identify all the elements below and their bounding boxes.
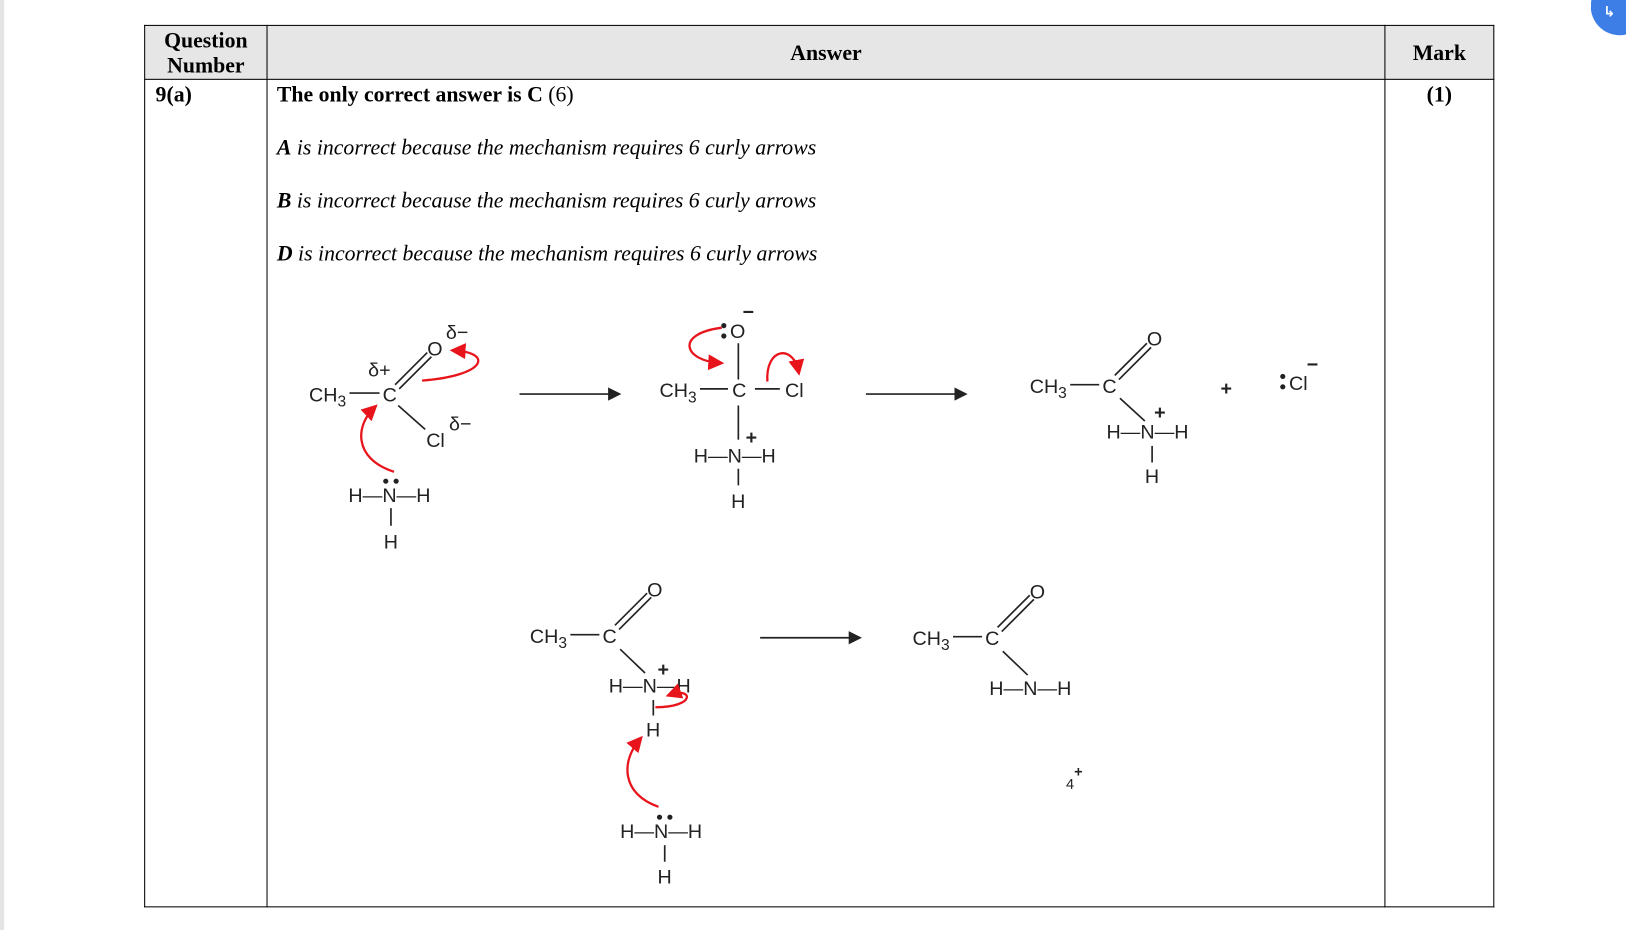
hnh-label: H—N—H: [348, 485, 430, 507]
hnh-label: H—N—H: [620, 821, 702, 843]
h-label: H: [657, 867, 671, 889]
plus-charge: +: [657, 659, 669, 681]
correct-answer-label: The only correct answer is C: [276, 81, 543, 107]
carbon-label: C: [985, 628, 999, 650]
ch3-label: CH3: [1030, 376, 1067, 402]
h-label: H: [1145, 466, 1159, 488]
h-label: H: [384, 532, 398, 554]
option-letter: B: [276, 187, 292, 213]
chloride-label: Cl: [1289, 373, 1308, 395]
carbon-label: C: [602, 626, 616, 648]
mark-scheme-table: Question Number Answer Mark 9(a) The onl…: [144, 24, 1495, 908]
hnh-label: H—N—H: [1106, 422, 1188, 444]
h-label: H: [731, 491, 745, 513]
header-mark: Mark: [1384, 24, 1495, 80]
ch3-label: CH3: [530, 626, 567, 652]
header-row: Question Number Answer Mark: [144, 24, 1495, 80]
minus-charge: −: [742, 301, 754, 323]
curly-arrow: [421, 343, 480, 382]
plus-sign: +: [1221, 378, 1233, 400]
option-letter: D: [276, 240, 293, 266]
delta-minus-label: δ−: [446, 322, 468, 344]
protonated-amide: CH3 C O + H—N—H H + Cl −: [1030, 328, 1318, 488]
curly-arrow: [360, 404, 395, 473]
curly-arrow: [655, 683, 688, 709]
hnh-label: H—N—H: [694, 446, 776, 468]
correct-answer-ref: (6): [542, 81, 574, 107]
explanation-text: is incorrect because the mechanism requi…: [291, 187, 817, 213]
h-label: H: [646, 719, 660, 741]
tetrahedral-intermediate: O − CH3 C Cl + H—N—H H: [660, 301, 805, 513]
oxygen-label: O: [1147, 328, 1162, 350]
option-letter: A: [276, 134, 292, 160]
oxygen-label: O: [647, 579, 662, 601]
curly-arrow: [626, 735, 659, 808]
explanation-d: D is incorrect because the mechanism req…: [277, 241, 1385, 267]
ethanoyl-chloride: CH3 C δ+ O δ− Cl δ−: [309, 322, 480, 452]
mark-value: (1): [1384, 78, 1495, 908]
hnh-label: H—N—H: [989, 678, 1071, 700]
ethanamide-product: CH3 C O H—N—H 4+: [913, 581, 1083, 793]
table-row: 9(a) The only correct answer is C (6) A …: [144, 78, 1495, 908]
curly-arrow: [688, 326, 725, 371]
plus-charge: +: [746, 427, 757, 449]
oxygen-label: O: [1030, 581, 1045, 603]
left-scroll-edge: [0, 0, 5, 930]
carbon-label: C: [732, 380, 746, 402]
hnh-label: H—N—H: [609, 676, 691, 698]
ch3-label: CH3: [309, 384, 346, 410]
answer-cell: The only correct answer is C (6) A is in…: [266, 78, 1386, 908]
carbon-label: C: [1102, 376, 1116, 398]
carbon-label: C: [383, 384, 397, 406]
header-question-number: Question Number: [144, 24, 268, 80]
ch3-label: CH3: [913, 628, 950, 654]
explanation-b: B is incorrect because the mechanism req…: [277, 188, 1385, 214]
plus-charge: +: [1154, 402, 1166, 424]
delta-plus-label: δ+: [368, 359, 390, 381]
extension-icon[interactable]: ↳: [1590, 0, 1626, 36]
header-answer: Answer: [266, 24, 1386, 80]
chlorine-label: Cl: [785, 380, 804, 402]
explanation-text: is incorrect because the mechanism requi…: [292, 240, 818, 266]
delta-minus-label: δ−: [449, 413, 471, 435]
ch3-label: CH3: [660, 380, 697, 406]
oxygen-label: O: [427, 339, 442, 361]
chlorine-label: Cl: [426, 430, 445, 452]
oxygen-label: O: [730, 321, 745, 343]
explanation-a: A is incorrect because the mechanism req…: [277, 135, 1385, 161]
curly-arrow: [766, 352, 805, 382]
deprotonation-step: CH3 C O + H—N—H H H—N—H H: [530, 579, 702, 888]
question-number: 9(a): [144, 78, 268, 908]
ammonium-label: 4+: [1066, 765, 1083, 793]
minus-charge: −: [1307, 354, 1319, 376]
correct-answer: The only correct answer is C (6): [277, 82, 1385, 108]
ammonia-nucleophile: H—N—H H: [348, 404, 430, 554]
explanation-text: is incorrect because the mechanism requi…: [291, 134, 817, 160]
